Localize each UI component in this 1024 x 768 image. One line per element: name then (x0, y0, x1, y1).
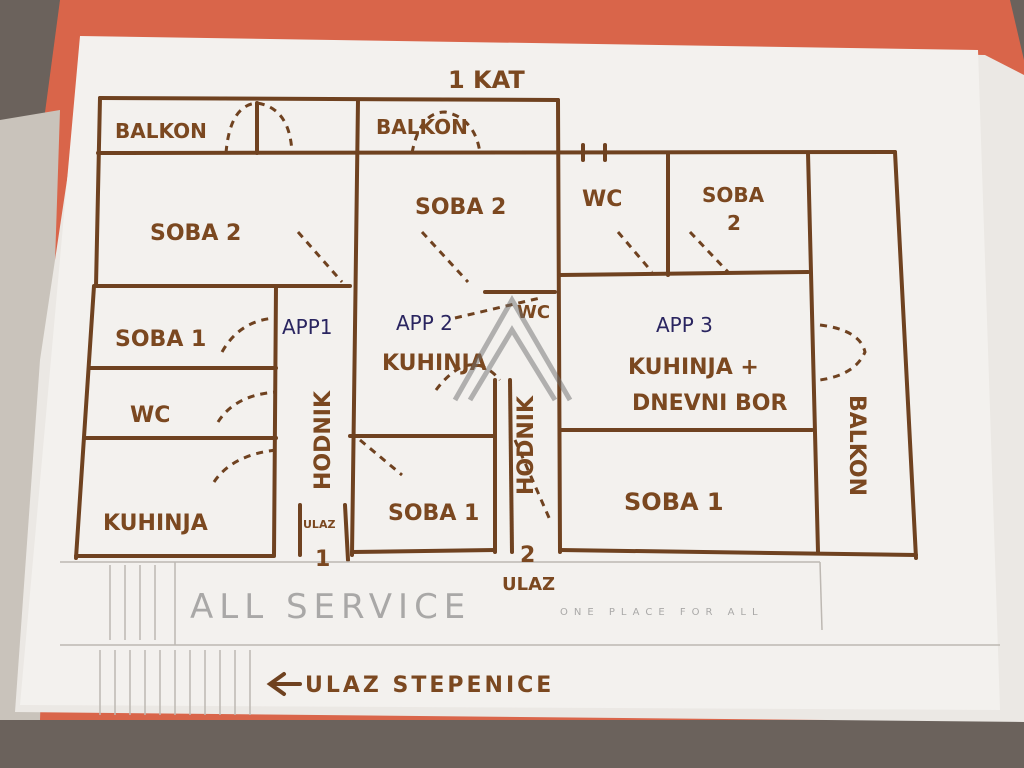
watermark-logo-icon (452, 294, 573, 402)
room-balkon-left: BALKON (115, 119, 207, 143)
apartment-1-label: APP1 (282, 315, 333, 339)
room-wc-top-right: WC (582, 187, 622, 212)
watermark-brand: ALL SERVICE (190, 587, 471, 627)
room-balkon-mid: BALKON (376, 115, 468, 139)
room-kuhinja-app3-line2: DNEVNI BOR (632, 391, 787, 416)
room-soba1-left: SOBA 1 (115, 327, 206, 352)
stairs (60, 561, 1000, 715)
door-swings (212, 101, 867, 521)
apartment-3-label: APP 3 (656, 313, 713, 337)
room-wc-left: WC (130, 403, 170, 428)
ulaz-1-number: 1 (315, 547, 330, 572)
ulaz-1-label: ULAZ (303, 518, 335, 531)
ulaz-2-label: ULAZ (502, 574, 555, 595)
room-soba2-right-line2: 2 (727, 211, 741, 235)
watermark: ALL SERVICE ONE PLACE FOR ALL (190, 294, 764, 627)
room-hodnik-2: HODNIK (514, 395, 539, 495)
ulaz-2-number: 2 (520, 543, 535, 568)
room-kuhinja-left: KUHINJA (103, 511, 208, 536)
room-balkon-right: BALKON (844, 395, 869, 496)
room-kuhinja-app3-line1: KUHINJA + (628, 355, 759, 380)
apartment-2-label: APP 2 (396, 311, 453, 335)
entrance-arrow-icon (266, 672, 302, 696)
watermark-tagline: ONE PLACE FOR ALL (560, 607, 764, 618)
entrance-label: ULAZ STEPENICE (305, 673, 554, 698)
room-soba2-left: SOBA 2 (150, 221, 241, 246)
paper-sheet-top (20, 36, 1000, 710)
room-soba2-mid: SOBA 2 (415, 195, 506, 220)
room-hodnik-1: HODNIK (311, 390, 336, 490)
room-wc-app2: WC (517, 302, 550, 323)
room-soba1-app2: SOBA 1 (388, 501, 479, 526)
walls (74, 96, 918, 562)
room-soba2-right-line1: SOBA (702, 183, 765, 207)
floor-title: 1 KAT (448, 66, 525, 94)
room-soba1-app3: SOBA 1 (624, 488, 724, 516)
